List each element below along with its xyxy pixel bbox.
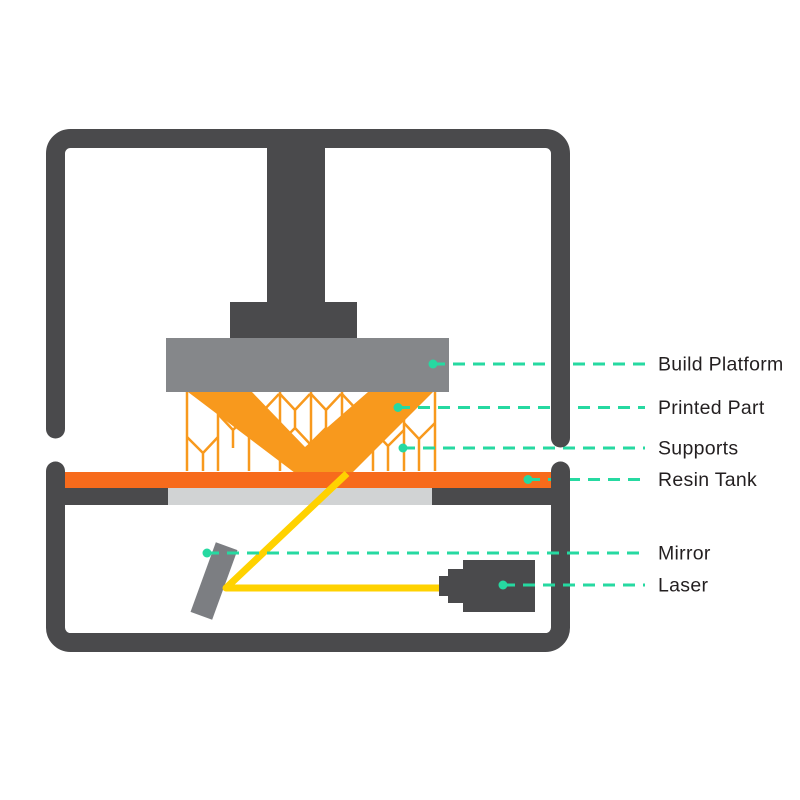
leader-lines-under-frame (393, 359, 645, 484)
laser-beam (222, 470, 460, 592)
label-laser: Laser (658, 575, 708, 597)
label-mirror: Mirror (658, 543, 711, 565)
resin-tank (65, 472, 551, 488)
leader-dot-resin-tank (523, 475, 533, 484)
leader-lines-over-frame (202, 548, 645, 590)
leader-dot-mirror (202, 548, 212, 558)
platform-mount (230, 302, 357, 339)
diagram-labels: Build Platform Printed Part Supports Res… (658, 354, 784, 597)
printed-part (188, 392, 433, 473)
housing-frame-bottom (46, 461, 570, 652)
housing-frame-top (46, 129, 570, 448)
platform-assembly (166, 129, 449, 392)
label-build-platform: Build Platform (658, 354, 784, 376)
label-supports: Supports (658, 438, 738, 460)
printer-housing (46, 129, 570, 652)
label-printed-part: Printed Part (658, 397, 765, 419)
leader-dot-printed-part (393, 403, 403, 412)
build-platform (166, 338, 449, 392)
z-axis-column (267, 129, 325, 303)
label-resin-tank: Resin Tank (658, 469, 757, 491)
leader-dot-build-platform (428, 359, 438, 369)
mirror (190, 542, 238, 620)
leader-dot-supports (398, 443, 408, 453)
tank-ledge-left (65, 488, 168, 505)
tank-ledge-right (432, 488, 551, 505)
leader-dot-laser (498, 580, 508, 590)
laser-unit (439, 560, 535, 612)
tank-window (168, 488, 432, 505)
